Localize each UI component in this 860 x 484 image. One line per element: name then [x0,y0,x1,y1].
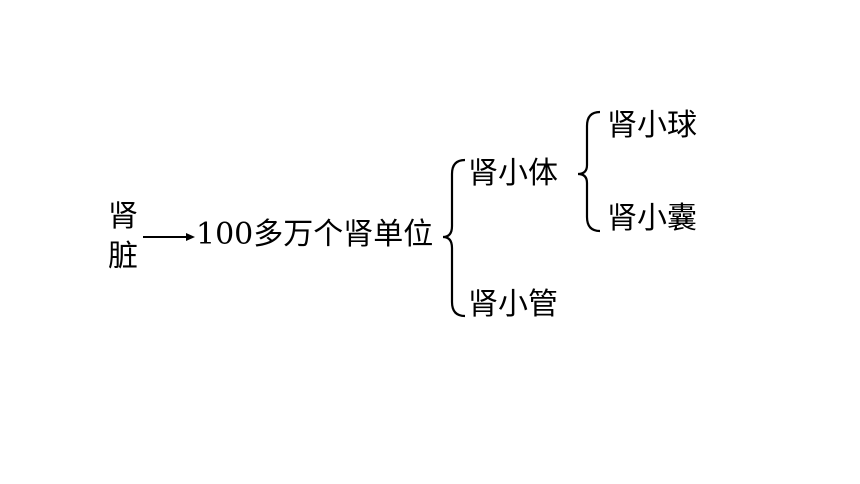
node-nephron-units: 100多万个肾单位 [196,217,434,252]
node-renal-capsule: 肾小囊 [607,201,697,236]
arrow-head [186,233,195,241]
node-renal-tubule: 肾小管 [468,287,558,322]
node-kidney-line1: 肾 [108,199,138,234]
node-kidney-line2: 脏 [108,239,138,274]
brace-level1 [442,158,466,318]
node-glomerulus: 肾小球 [607,108,697,143]
brace-level2 [577,110,601,233]
node-renal-corpuscle: 肾小体 [468,156,558,191]
